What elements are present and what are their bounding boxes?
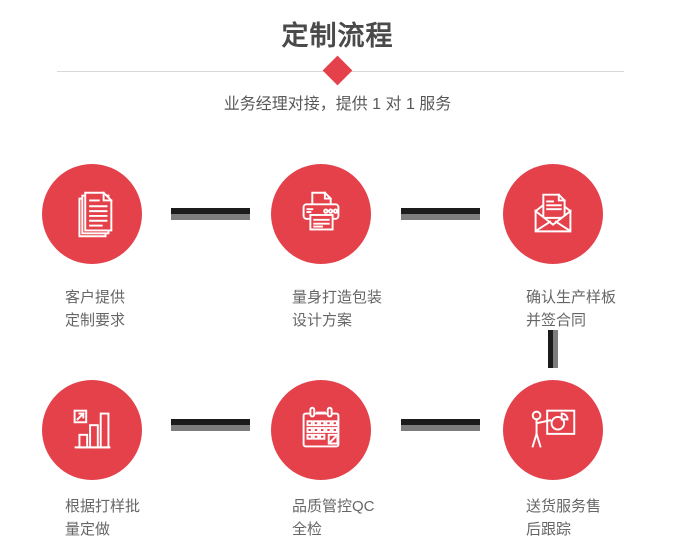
- step-label-line1: 量身打造包装: [292, 289, 383, 306]
- step-label-line2: 并签合同: [526, 312, 587, 329]
- page-title: 定制流程: [281, 21, 394, 51]
- step-label-delivery-service: 送货服务售 后跟踪: [526, 495, 601, 541]
- step-circle-packaging-design: [271, 164, 371, 264]
- documents-icon: [78, 191, 113, 238]
- step-label-line1: 客户提供: [65, 289, 126, 306]
- subtitle: 业务经理对接，提供 1 对 1 服务: [223, 96, 452, 113]
- step-label-line1: 根据打样批: [65, 498, 141, 515]
- step-label-customer-request: 客户提供 定制要求: [65, 286, 125, 332]
- bar-chart-icon: [73, 409, 111, 449]
- step-circle-delivery-service: [503, 380, 603, 480]
- step-label-quality-control: 品质管控QC 全检: [292, 495, 375, 541]
- step-label-batch-production: 根据打样批 量定做: [65, 495, 140, 541]
- printer-icon: [302, 191, 340, 231]
- presentation-icon: [531, 409, 576, 448]
- step-circle-sample-contract: [503, 164, 603, 264]
- step-label-line1: 确认生产样板: [526, 289, 617, 306]
- step-label-packaging-design: 量身打造包装 设计方案: [292, 286, 382, 332]
- envelope-icon: [534, 193, 572, 233]
- connector-step3-step6: [548, 330, 558, 368]
- connector-step1-step2: [171, 208, 250, 220]
- step-circle-customer-request: [42, 164, 142, 264]
- diamond-marker: [322, 55, 353, 86]
- step-label-line2: 定制要求: [65, 312, 126, 329]
- step-circle-batch-production: [42, 380, 142, 480]
- step-label-line2: 设计方案: [292, 312, 353, 329]
- connector-step5-step6: [401, 419, 480, 431]
- step-circle-quality-control: [271, 380, 371, 480]
- connector-step4-step5: [171, 419, 250, 431]
- step-label-line1: 品质管控QC: [292, 498, 375, 515]
- calendar-icon: [302, 406, 340, 448]
- step-label-line2: 量定做: [65, 521, 111, 538]
- step-label-line2: 全检: [292, 521, 323, 538]
- step-label-sample-contract: 确认生产样板 并签合同: [526, 286, 616, 332]
- connector-step2-step3: [401, 208, 480, 220]
- step-label-line2: 后跟踪: [526, 521, 572, 538]
- step-label-line1: 送货服务售: [526, 498, 602, 515]
